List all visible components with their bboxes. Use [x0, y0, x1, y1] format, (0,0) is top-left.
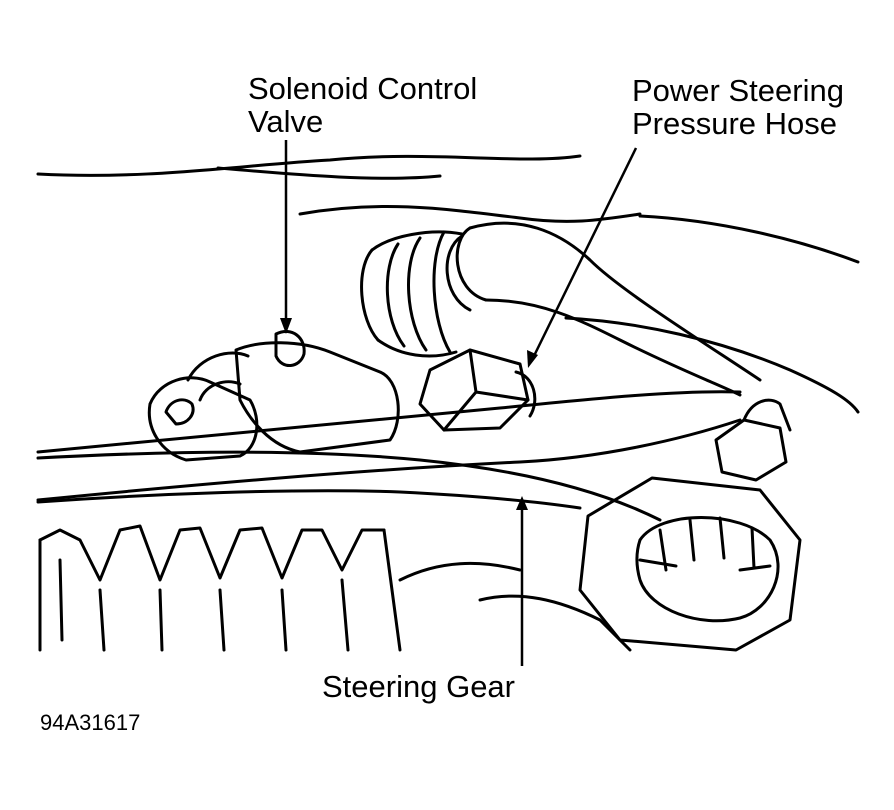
- rack-gear-shading: [58, 558, 350, 652]
- steering-gear-housing: [36, 489, 582, 510]
- solenoid-connector: [147, 376, 259, 462]
- solenoid-arrowhead: [280, 318, 292, 334]
- solenoid-control-valve-label: Solenoid Control Valve: [248, 72, 477, 138]
- pressure-hose: [484, 298, 742, 397]
- pressure-hose-label: Power Steering Pressure Hose: [632, 74, 844, 140]
- solenoid-valve-body: [234, 341, 400, 454]
- pressure-hose: [468, 221, 762, 382]
- pinion-shaft: [478, 594, 632, 652]
- figure-code-text: 94A31617: [40, 710, 141, 735]
- adjuster-slots: [638, 516, 772, 572]
- adjuster-hex-nut: [578, 476, 802, 652]
- steering-gear-housing: [36, 450, 662, 522]
- hose-fitting-nut: [418, 348, 530, 432]
- solenoid-label-line2: Valve: [248, 104, 324, 139]
- solenoid-label-line1: Solenoid Control: [248, 71, 478, 106]
- solenoid-connector-clip: [164, 398, 195, 426]
- background-contour-line: [298, 204, 642, 223]
- mounting-bolt: [714, 418, 788, 482]
- pressure-hose-end: [455, 226, 488, 302]
- solenoid-valve-cap: [274, 330, 306, 367]
- adjuster-slotted-cap: [635, 516, 780, 623]
- pressure-hose-collar: [445, 234, 472, 312]
- background-contour-line: [216, 166, 442, 180]
- hose-label-line1: Power Steering: [632, 73, 844, 108]
- hose-label-line2: Pressure Hose: [632, 106, 838, 141]
- steering-gear-housing: [36, 390, 742, 454]
- hose-arrowhead: [527, 350, 538, 368]
- boot-bellows: [360, 230, 452, 354]
- hose-fitting-collar: [514, 370, 537, 418]
- steering-gear-label-text: Steering Gear: [322, 669, 515, 704]
- background-contour-line: [564, 316, 860, 414]
- pinion-shaft: [398, 561, 522, 582]
- background-contour-line: [638, 214, 860, 264]
- boot-bellows-outline: [370, 230, 464, 358]
- steering-gear-housing: [36, 418, 742, 502]
- gear-arrowhead: [516, 496, 528, 510]
- steering-gear-label: Steering Gear: [322, 670, 515, 703]
- solenoid-connector-wire: [186, 351, 250, 402]
- background-contour-line: [36, 154, 582, 177]
- rack-gear-teeth: [38, 524, 386, 582]
- hose-fitting-nut: [442, 348, 530, 432]
- figure-code: 94A31617: [40, 711, 140, 735]
- hose-leader-line: [530, 147, 638, 361]
- rack-gear-base: [38, 528, 402, 652]
- mounting-bolt-shank: [742, 398, 792, 432]
